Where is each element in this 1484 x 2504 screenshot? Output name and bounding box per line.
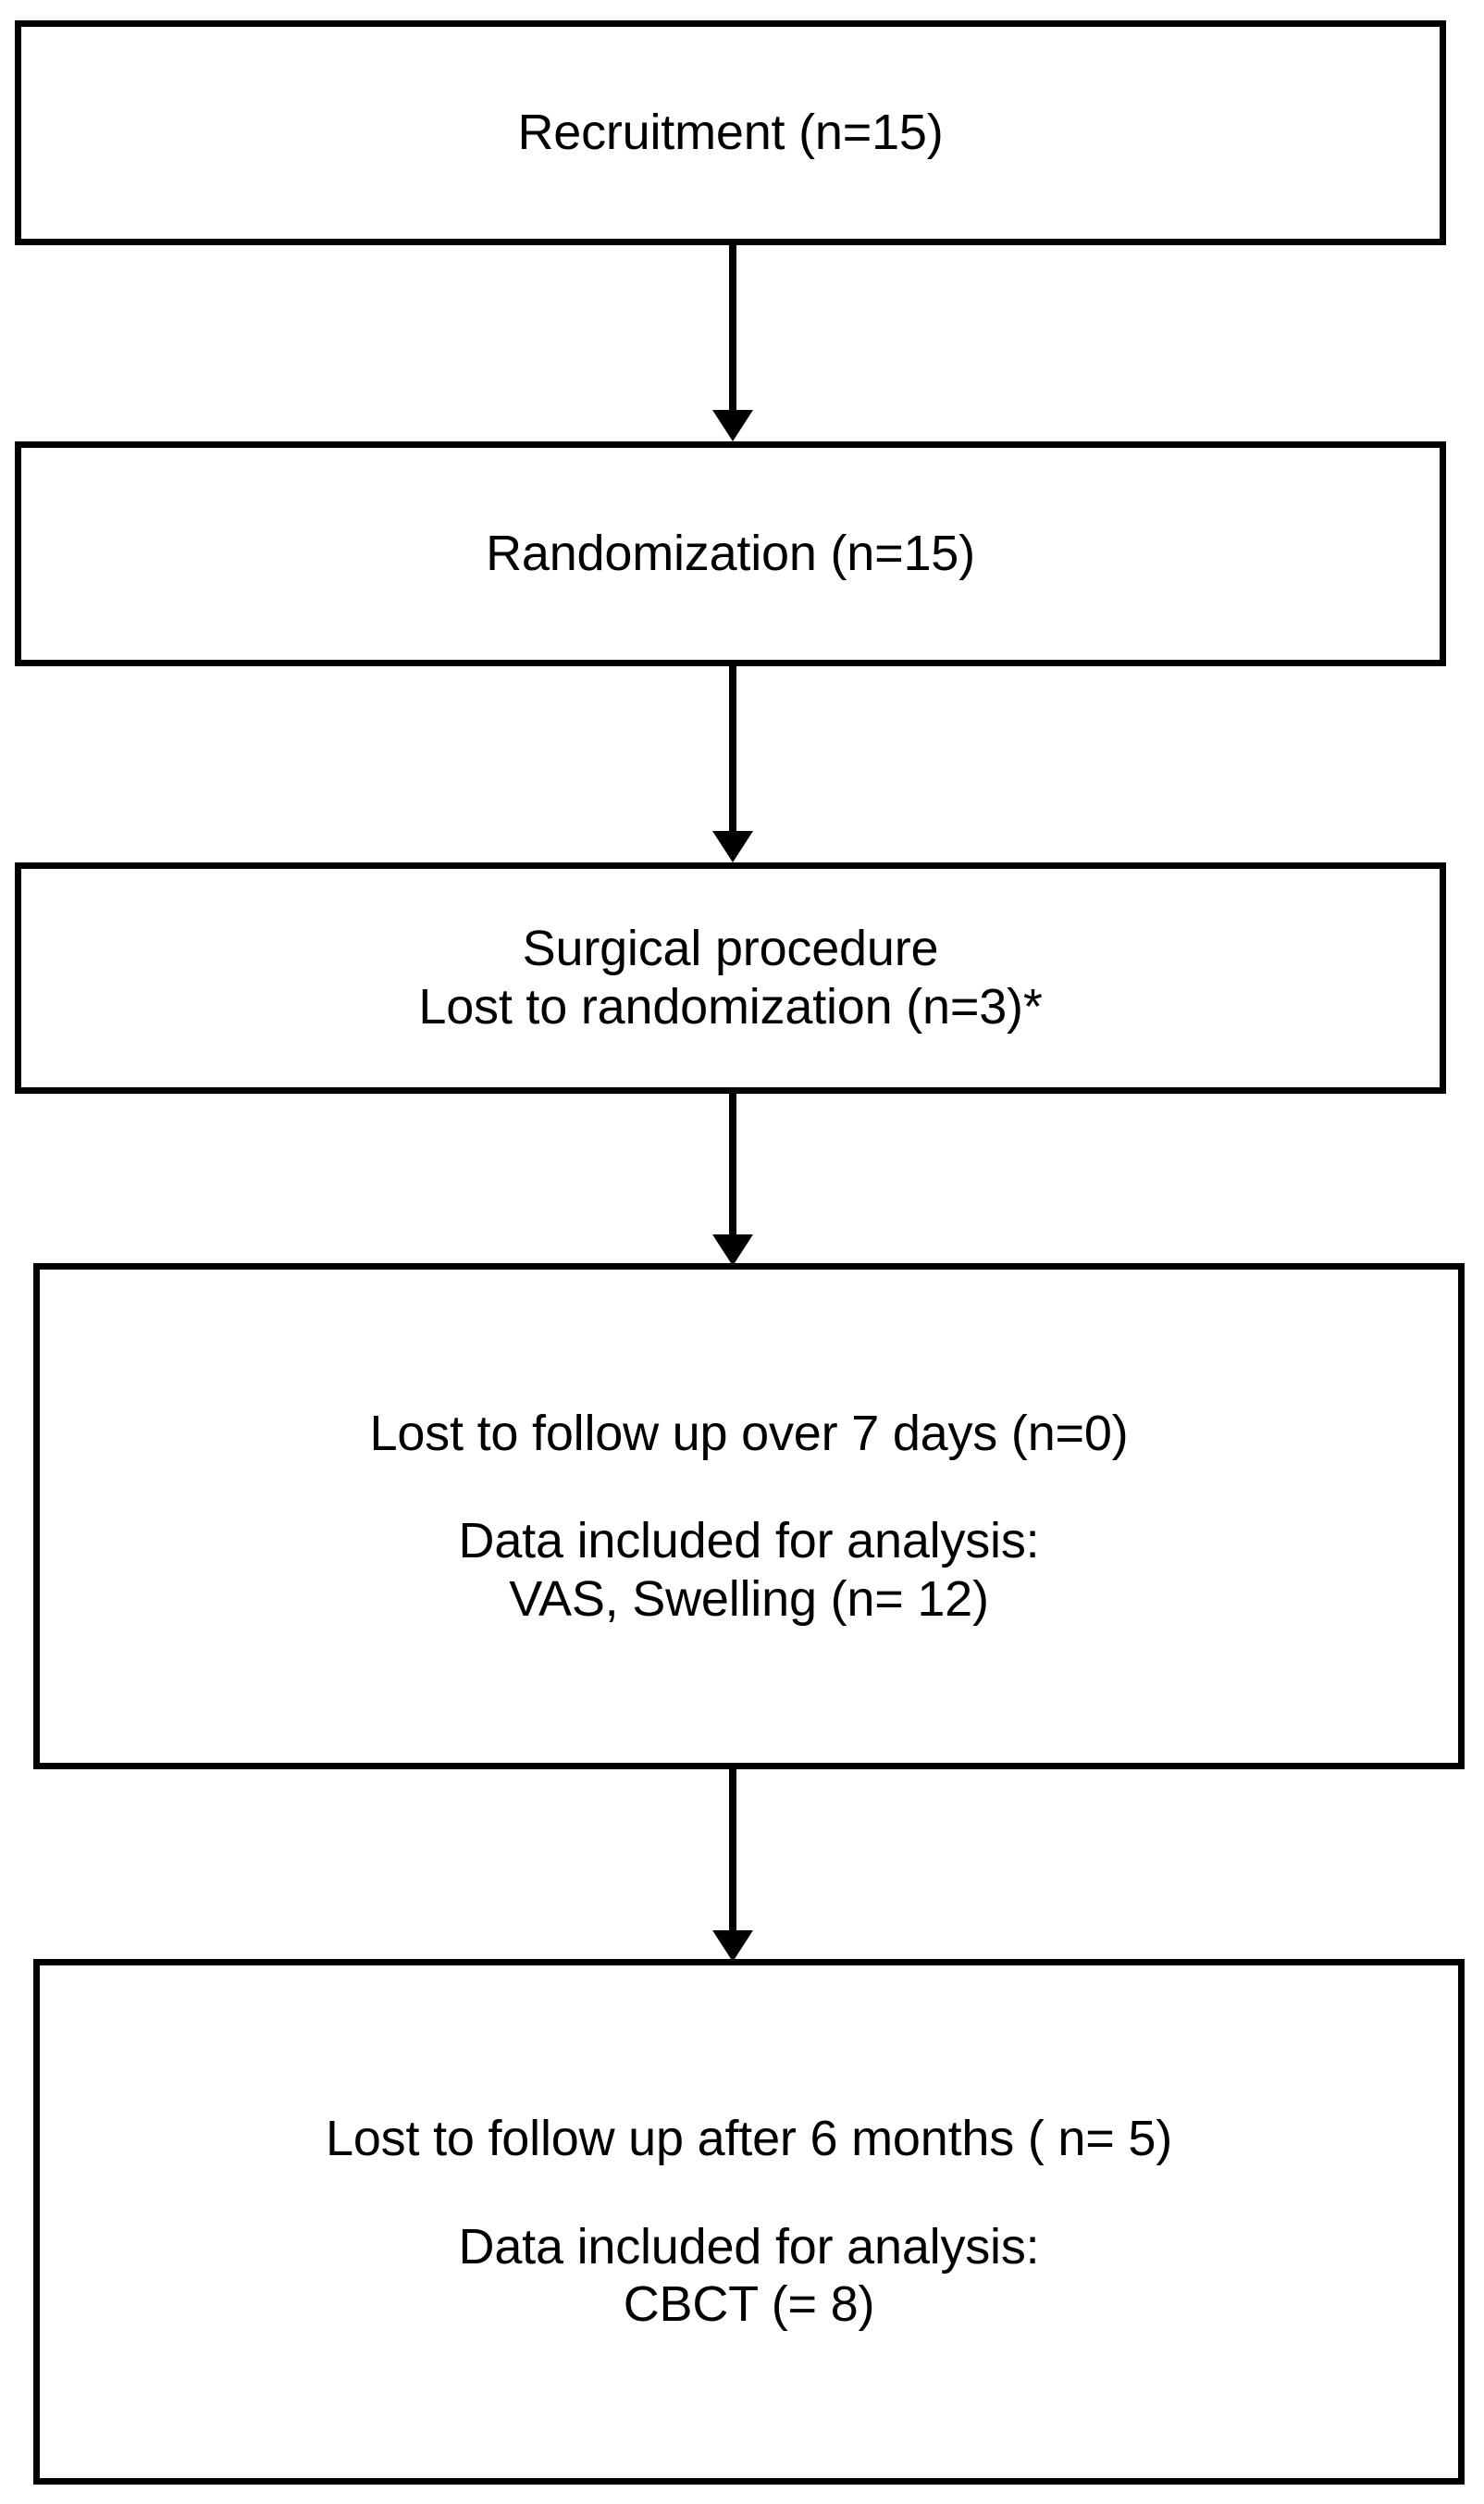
arrow-shaft [729,666,736,831]
down-arrow-icon [712,1769,753,1962]
followup7-line-4: VAS, Swelling (n= 12) [509,1570,989,1627]
followup6m-line-4: CBCT (= 8) [623,2276,875,2333]
surgical-line-1: Surgical procedure [522,921,939,977]
arrow-shaft [729,1094,736,1234]
followup-6-months-box: Lost to follow up after 6 months ( n= 5)… [33,1959,1465,2485]
randomization-box: Randomization (n=15) [15,441,1446,666]
randomization-line-1: Randomization (n=15) [486,526,975,582]
followup6m-line-1: Lost to follow up after 6 months ( n= 5) [326,2111,1172,2167]
arrow-head [712,831,753,862]
arrow-head [712,410,753,441]
down-arrow-icon [712,666,753,862]
followup7-line-1: Lost to follow up over 7 days (n=0) [369,1405,1129,1461]
arrow-shaft [729,245,736,410]
down-arrow-icon [712,245,753,441]
followup-7-days-box: Lost to follow up over 7 days (n=0) Data… [33,1263,1465,1769]
followup6m-line-3: Data included for analysis: [458,2218,1040,2275]
surgical-line-2: Lost to randomization (n=3)* [418,979,1043,1035]
recruitment-line-1: Recruitment (n=15) [517,105,944,161]
down-arrow-icon [712,1094,753,1266]
followup7-line-3: Data included for analysis: [458,1513,1040,1569]
arrow-head [712,1930,753,1962]
surgical-procedure-box: Surgical procedure Lost to randomization… [15,862,1446,1094]
recruitment-box: Recruitment (n=15) [15,20,1446,245]
arrow-shaft [729,1769,736,1930]
arrow-head [712,1234,753,1266]
